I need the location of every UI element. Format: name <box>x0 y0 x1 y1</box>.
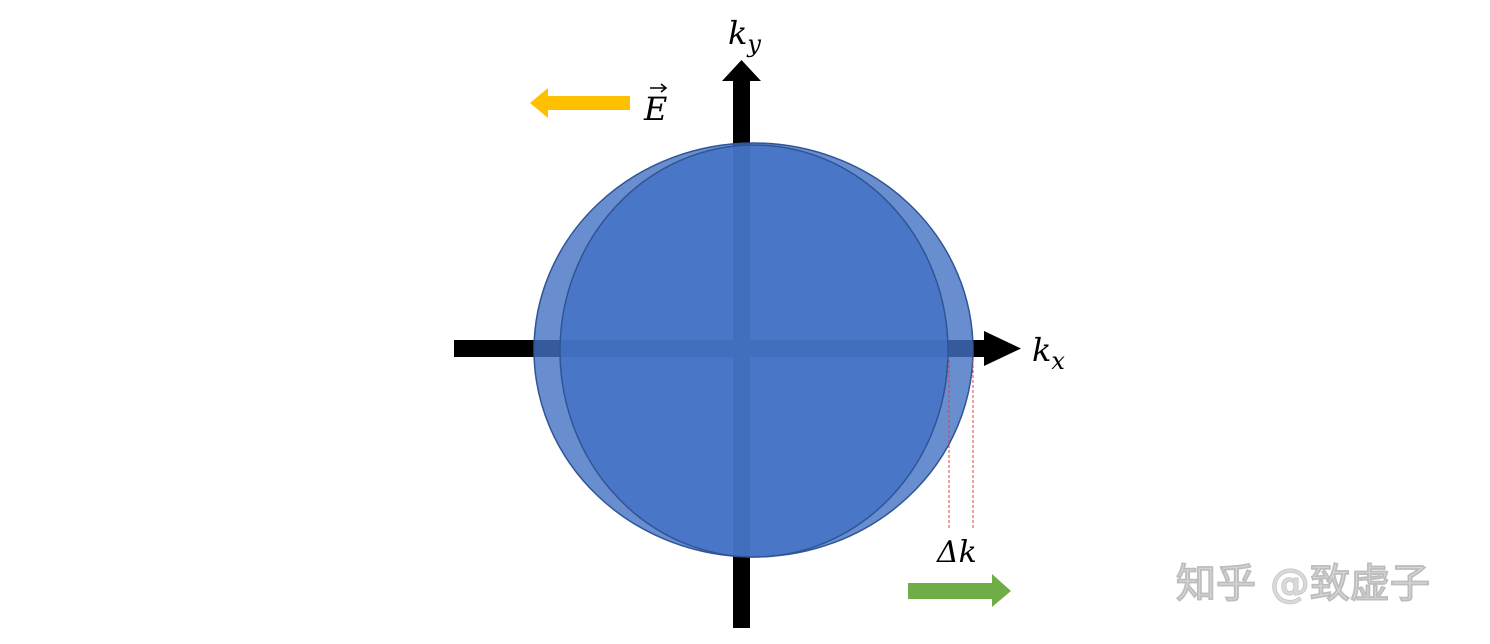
electric-field-arrow <box>530 88 630 118</box>
field-label: E <box>643 83 667 128</box>
kx-arrowhead <box>984 331 1021 366</box>
delta-k-label: Δk <box>936 535 977 570</box>
watermark: 知乎 @致虚子 <box>1176 561 1430 607</box>
svg-text:E: E <box>643 90 667 128</box>
ky-label: ky <box>728 14 761 58</box>
kx-label: kx <box>1032 331 1065 375</box>
equilibrium-fermi-circle <box>559 144 949 558</box>
shift-arrow <box>908 574 1011 607</box>
ky-arrowhead <box>722 60 761 81</box>
